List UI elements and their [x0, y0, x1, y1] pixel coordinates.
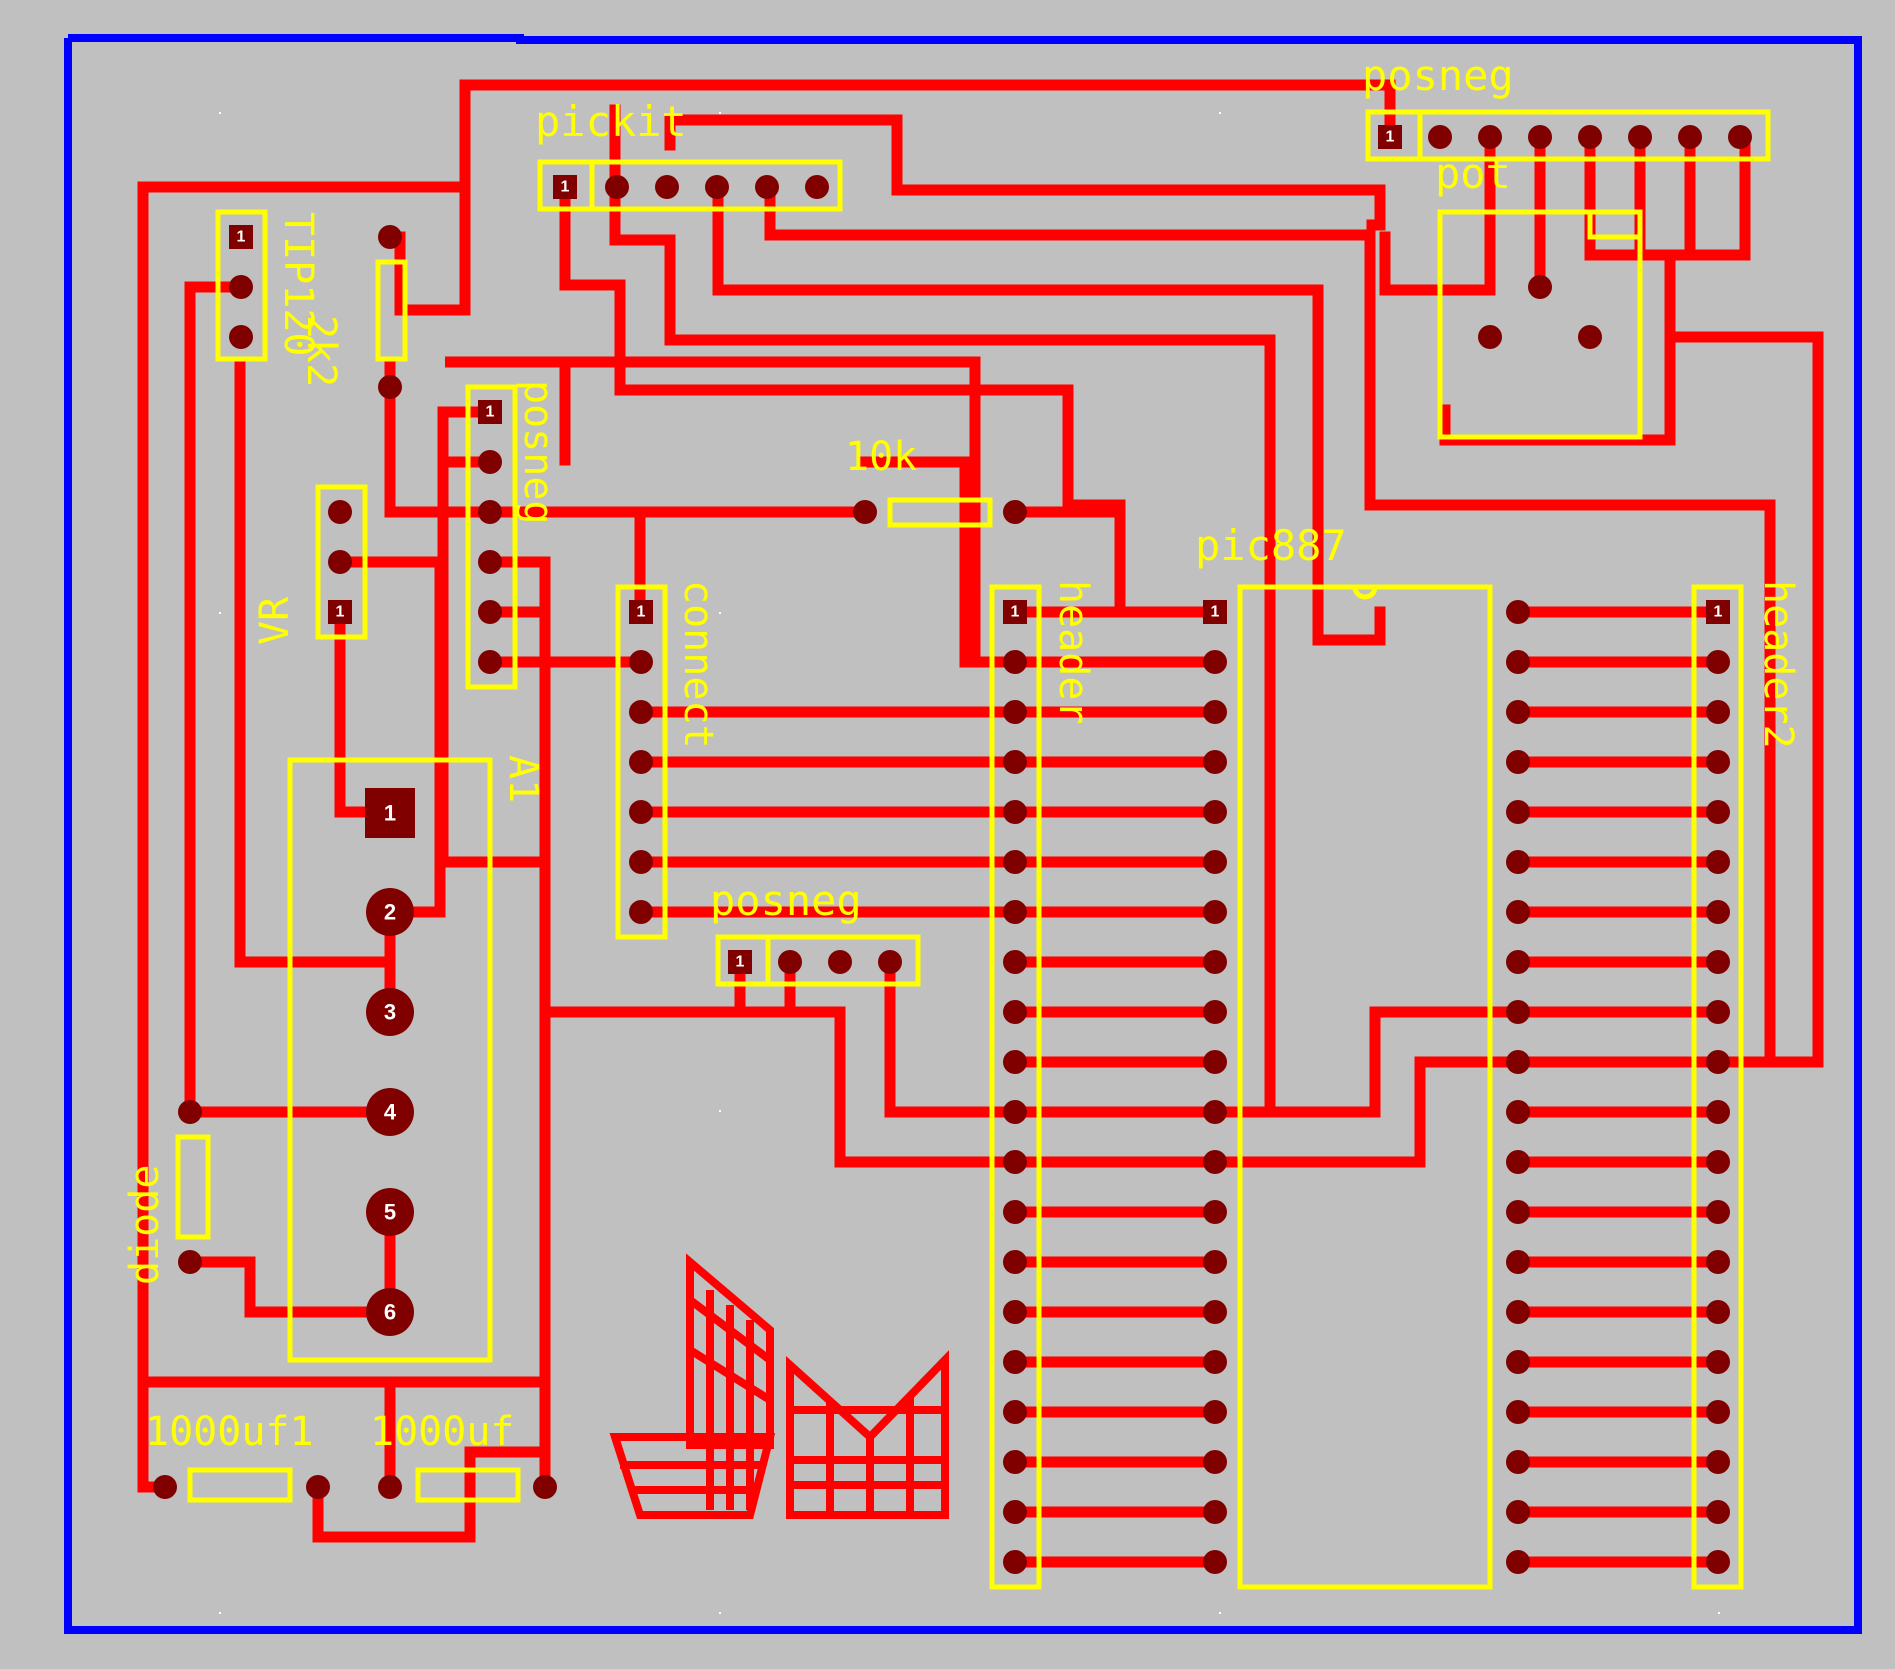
svg-text:5: 5 — [384, 1200, 396, 1225]
svg-text:1: 1 — [561, 179, 570, 196]
label-tip120: TIP120 — [275, 212, 321, 357]
label-posneg-mid: posneg — [710, 876, 862, 925]
label-2k2: 2k2 — [298, 315, 344, 387]
label-cap2: 1000uf — [370, 1409, 515, 1455]
svg-text:1: 1 — [486, 404, 495, 421]
label-header2: header2 — [1755, 580, 1801, 749]
label-posneg-top: posneg — [1362, 51, 1514, 100]
svg-text:3: 3 — [384, 1000, 396, 1025]
board-outline — [64, 34, 1862, 1634]
svg-text:1: 1 — [637, 604, 646, 621]
svg-text:6: 6 — [384, 1300, 396, 1325]
label-posneg-left: posneg — [515, 380, 561, 525]
label-cap1: 1000uf1 — [145, 1409, 314, 1455]
svg-text:1: 1 — [1386, 129, 1395, 146]
silkscreen-outlines — [175, 109, 1771, 1590]
logo-graphic — [609, 1253, 949, 1519]
pads — [153, 125, 1752, 1574]
svg-text:1: 1 — [384, 801, 396, 826]
pad-numbers: 1 1 1 1 1 1 1 1 1 1 1 2 3 4 5 6 — [237, 129, 1723, 1325]
label-pickit: pickit — [535, 97, 687, 146]
svg-text:1: 1 — [237, 229, 246, 246]
svg-text:1: 1 — [736, 954, 745, 971]
label-pic887: pic887 — [1195, 521, 1347, 570]
svg-text:1: 1 — [1714, 604, 1723, 621]
label-diode: diode — [122, 1165, 168, 1285]
svg-text:1: 1 — [1211, 604, 1220, 621]
svg-text:2: 2 — [384, 900, 396, 925]
label-10k: 10k — [845, 434, 917, 480]
svg-text:1: 1 — [1011, 604, 1020, 621]
label-connect: connect — [675, 580, 721, 749]
label-vr: VR — [252, 596, 298, 645]
label-a1: A1 — [500, 755, 546, 803]
svg-text:1: 1 — [336, 604, 345, 621]
label-pot: pot — [1435, 149, 1511, 198]
svg-text:4: 4 — [384, 1100, 397, 1125]
component-labels: posneg pickit pot TIP120 2k2 posneg VR 1… — [122, 51, 1801, 1455]
label-header: header — [1050, 580, 1096, 725]
